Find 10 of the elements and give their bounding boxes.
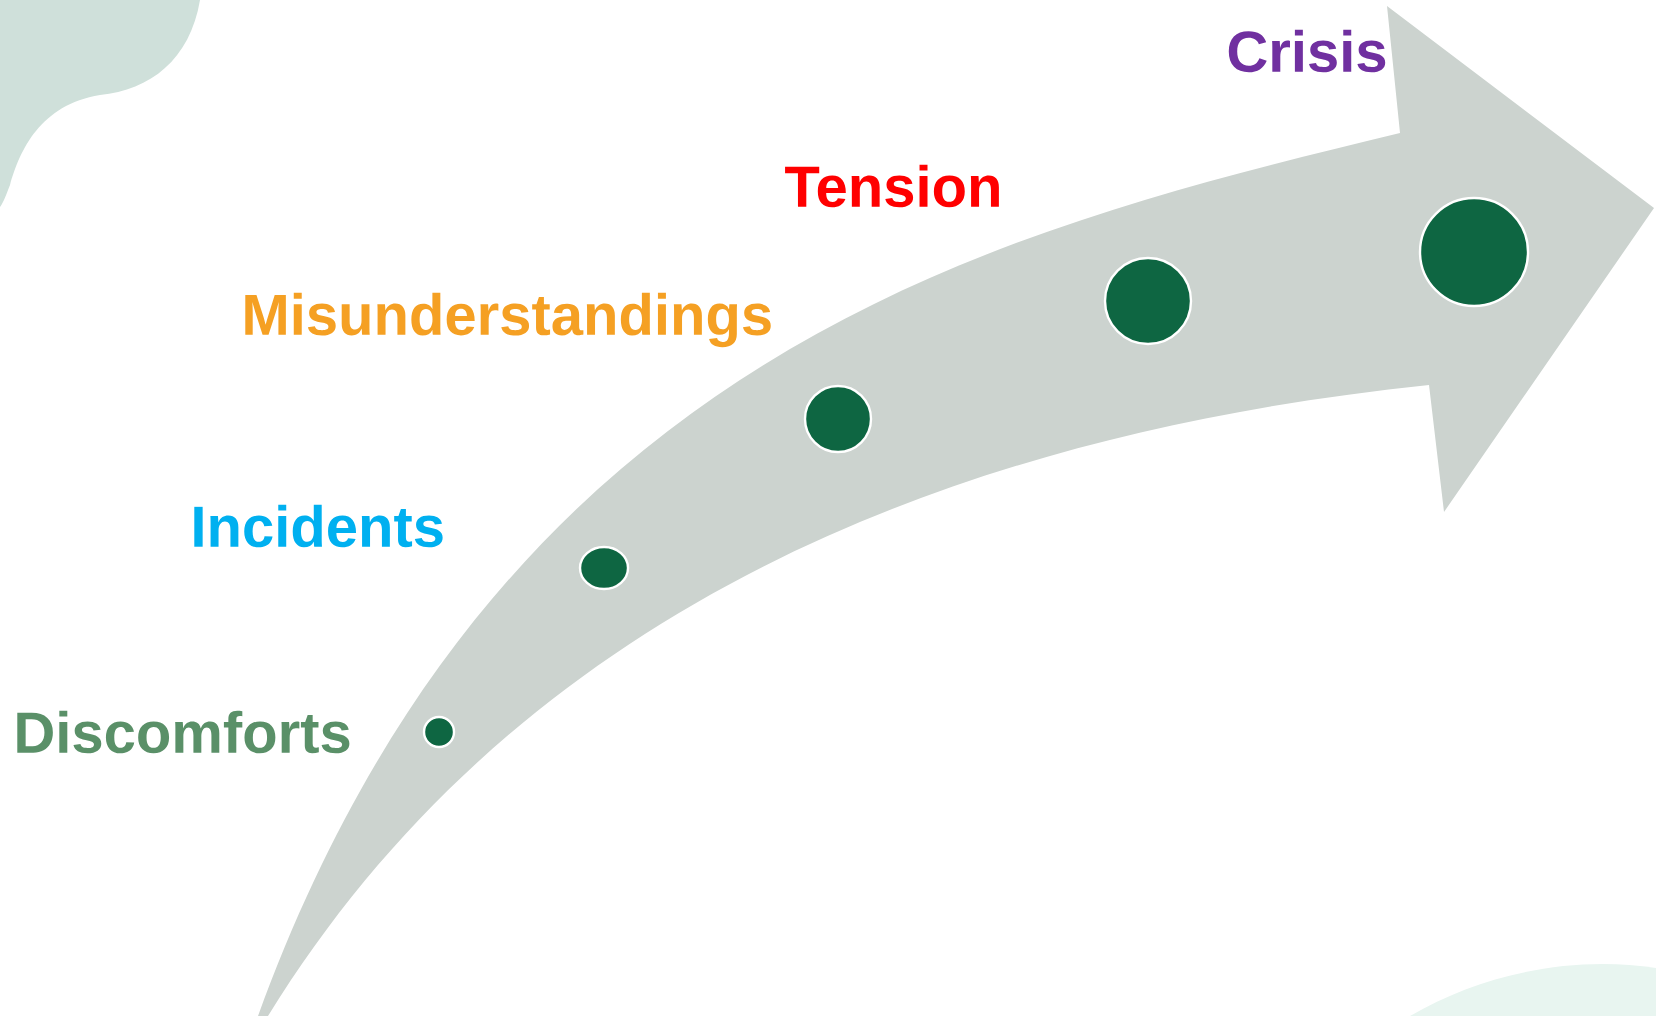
dot — [1418, 196, 1530, 308]
dot — [1103, 256, 1193, 346]
stage-label: Tension — [785, 164, 999, 208]
stage-label: Crisis — [1228, 29, 1386, 73]
dot — [803, 384, 873, 454]
stage-label: Discomforts — [17, 710, 350, 754]
stage-label: Incidents — [194, 504, 443, 548]
stage-label: Misunderstandings — [245, 292, 771, 348]
dot — [578, 545, 630, 591]
dot — [422, 715, 456, 749]
